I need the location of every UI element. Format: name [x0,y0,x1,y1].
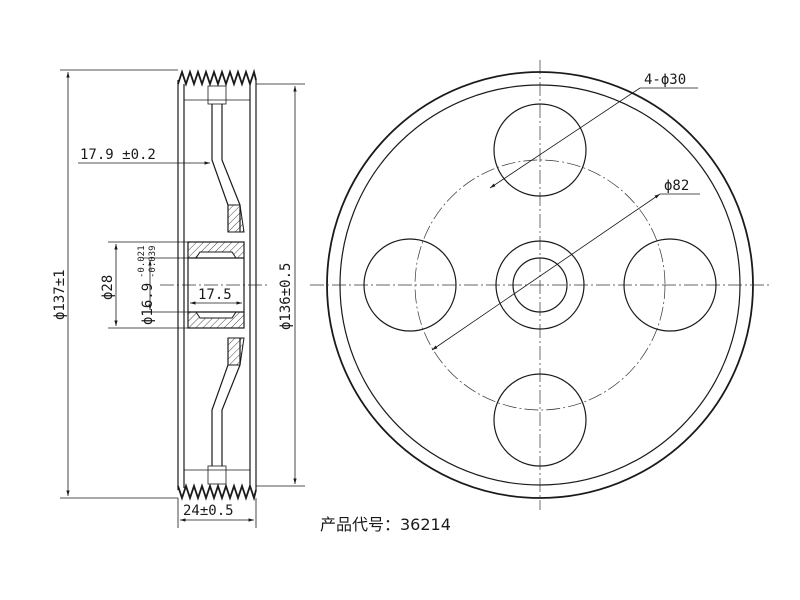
leader-pitch [431,193,661,351]
hatch-web-upper [227,204,245,233]
hole-bottom [493,373,587,467]
dim-hub-width: 17.5 [198,287,232,303]
section-dimensions: ϕ137±1 ϕ136±0.5 17.9 ±0.2 ϕ28 ϕ16.9 -0.0… [52,69,305,528]
dim-hub-outer: ϕ28 [100,275,116,300]
dim-bore-base: ϕ16.9 [140,283,156,325]
dim-bore-tol-upper: -0.021 [137,245,147,278]
hatch-web-lower [227,337,245,366]
dim-bore-tol-lower: -0.039 [148,245,158,278]
teeth-top [177,68,257,87]
dim-holes: 4-ϕ30 [644,72,686,88]
rim-pocket-bottom [207,465,227,485]
front-view [310,60,770,510]
hatch-hub-lower [187,311,245,329]
dim-total-width: 24±0.5 [183,503,234,519]
teeth-bottom [177,483,257,502]
pitch-circle [414,159,666,411]
leader-holes [489,87,641,189]
front-dimensions: 4-ϕ30 ϕ82 [431,72,700,351]
dim-groove-diameter: ϕ136±0.5 [278,263,294,330]
hatch-hub-upper [187,241,245,259]
hub-outline [187,241,245,329]
product-code-caption: 产品代号：36214 [320,515,451,534]
dim-offset: 17.9 ±0.2 [80,147,156,163]
dim-outer-diameter: ϕ137±1 [52,269,68,320]
rim-pocket-top [207,85,227,105]
dim-pitch-circle: ϕ82 [664,178,689,194]
section-view [160,68,270,502]
